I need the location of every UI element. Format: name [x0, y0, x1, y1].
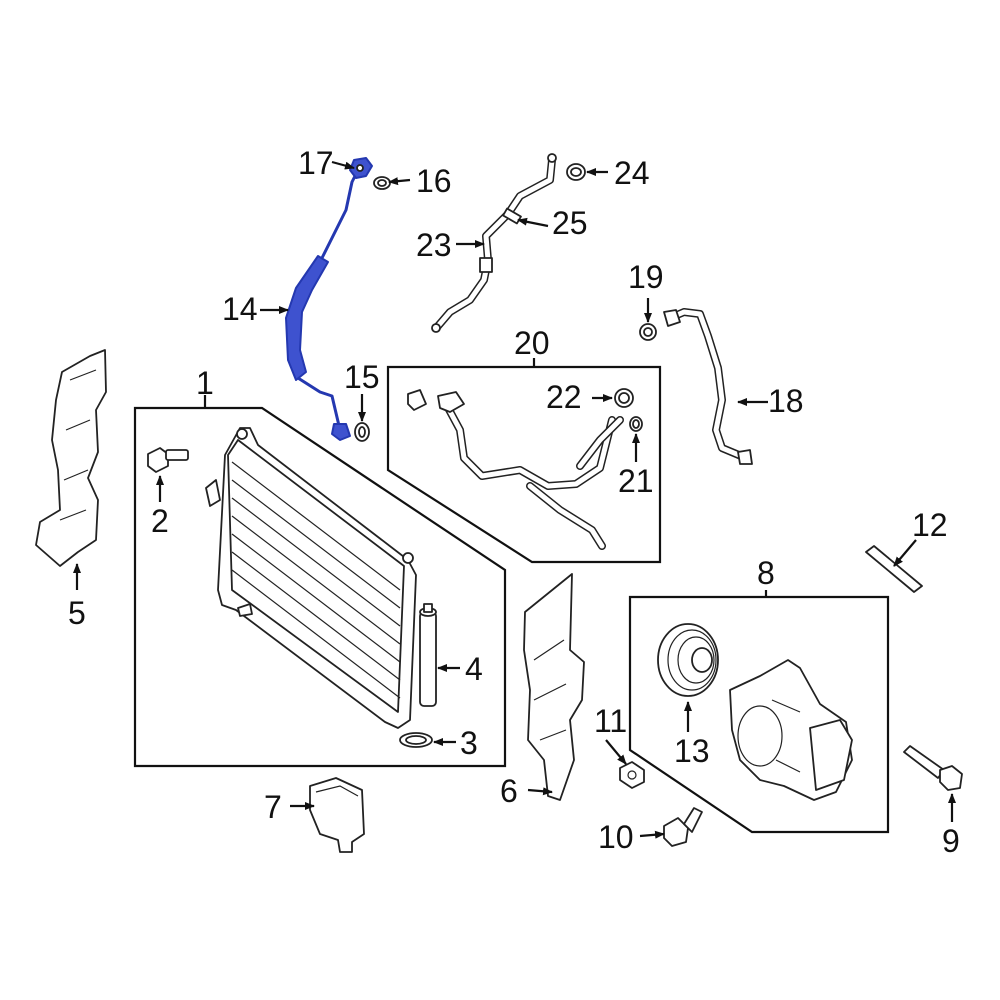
- callout-7: 7: [264, 789, 282, 825]
- o-ring-3[interactable]: [399, 732, 433, 748]
- compressor-group-box: [628, 590, 890, 834]
- callout-22: 22: [546, 379, 582, 415]
- callout-6: 6: [500, 773, 518, 809]
- bolt-9[interactable]: [903, 745, 963, 791]
- stud-12[interactable]: [865, 545, 923, 593]
- compressor-body[interactable]: [729, 659, 853, 801]
- bolt-10[interactable]: [663, 807, 703, 847]
- o-ring-24[interactable]: [566, 163, 586, 181]
- pipe-assembly-20[interactable]: [407, 389, 624, 550]
- callout-24: 24: [614, 155, 650, 191]
- bracket-7[interactable]: [309, 777, 365, 853]
- callout-2: 2: [151, 503, 169, 539]
- callout-16: 16: [416, 163, 452, 199]
- o-ring-21[interactable]: [629, 416, 643, 432]
- callout-12: 12: [912, 507, 948, 543]
- o-ring-22[interactable]: [614, 388, 634, 408]
- condenser[interactable]: [205, 427, 417, 729]
- o-ring-15[interactable]: [354, 422, 370, 442]
- air-deflector-left[interactable]: [35, 349, 107, 567]
- nut-11[interactable]: [619, 761, 645, 789]
- leader-arrows: [73, 160, 956, 839]
- suction-hose-18[interactable]: [663, 308, 753, 465]
- callout-10: 10: [598, 819, 634, 855]
- callout-20: 20: [514, 325, 550, 361]
- callout-17: 17: [298, 145, 334, 181]
- callout-3: 3: [460, 725, 478, 761]
- o-ring-16[interactable]: [373, 176, 391, 190]
- callout-18: 18: [768, 383, 804, 419]
- callout-14: 14: [222, 291, 258, 327]
- callout-1: 1: [196, 365, 214, 401]
- discharge-hose-highlighted[interactable]: [285, 157, 373, 441]
- bolt-2[interactable]: [147, 447, 189, 473]
- receiver-drier[interactable]: [419, 603, 437, 707]
- callout-5: 5: [68, 595, 86, 631]
- callout-11: 11: [594, 703, 627, 739]
- callout-21: 21: [618, 463, 654, 499]
- callout-23: 23: [416, 227, 452, 263]
- clutch-pulley-13[interactable]: [657, 623, 719, 697]
- callout-labels: 1 2 3 4 5 6 7 8 9 10 11 12 13 14 15 16 1…: [68, 145, 960, 859]
- callout-4: 4: [465, 651, 483, 687]
- callout-13: 13: [674, 733, 710, 769]
- callout-19: 19: [628, 259, 664, 295]
- callout-15: 15: [344, 359, 380, 395]
- condenser-group-box: [133, 395, 507, 768]
- o-ring-19[interactable]: [639, 323, 657, 341]
- callout-9: 9: [942, 823, 960, 859]
- callout-8: 8: [757, 555, 775, 591]
- callout-25: 25: [552, 205, 588, 241]
- pipe-group-box: [386, 358, 662, 564]
- air-deflector-right[interactable]: [523, 573, 585, 801]
